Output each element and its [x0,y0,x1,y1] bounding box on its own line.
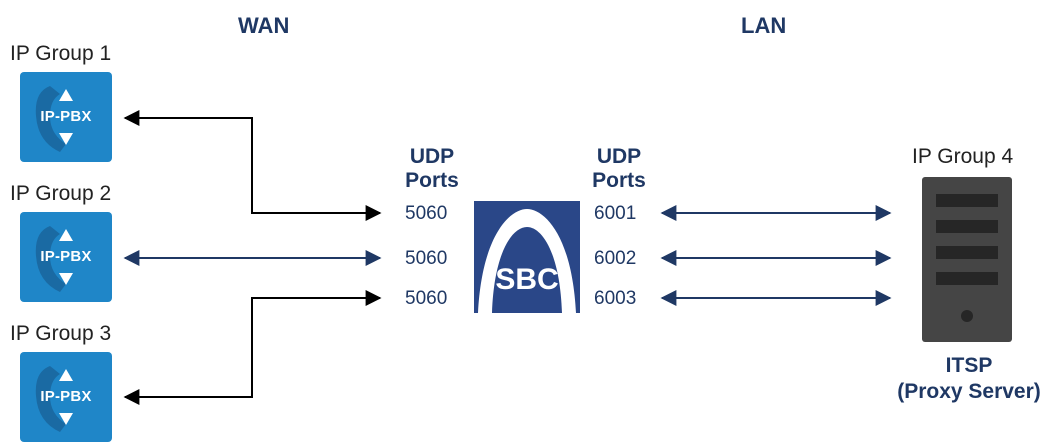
lan-udp-heading-line1: UDP [596,145,642,168]
ip-pbx-2-text: IP-PBX [40,248,92,265]
link-ip-group-3 [123,290,382,405]
link-ip-group-1 [123,110,382,221]
ip-group-1-label: IP Group 1 [10,42,112,65]
ip-group-4-label: IP Group 4 [912,145,1014,168]
proxy-server-icon [922,177,1012,342]
sbc-device: SBC [474,201,580,313]
lan-port-1: 6001 [594,203,637,224]
wan-port-1: 5060 [405,203,448,224]
ip-pbx-3: IP-PBX [20,352,112,442]
ip-pbx-1-text: IP-PBX [40,108,92,125]
ip-group-2-label: IP Group 2 [10,182,112,205]
phone-icon [35,226,73,292]
sbc-label: SBC [495,263,559,296]
wan-port-2: 5060 [405,248,448,269]
itsp-subtitle: (Proxy Server) [897,380,1041,403]
ip-group-3-label: IP Group 3 [10,322,112,345]
wan-port-3: 5060 [405,288,448,309]
wan-udp-heading-line1: UDP [409,145,455,168]
sbc-arch-icon [478,209,576,313]
lan-zone-label: LAN [741,13,787,38]
lan-udp-ports-heading: UDP Ports [579,145,659,193]
phone-icon [35,366,73,432]
lan-port-3: 6003 [594,288,637,309]
ip-pbx-3-text: IP-PBX [40,388,92,405]
itsp-name: ITSP [945,354,993,377]
wan-zone-label: WAN [238,13,290,38]
server-slot [936,272,998,285]
lan-port-2: 6002 [594,248,637,269]
server-slot [936,220,998,233]
wan-udp-ports-heading: UDP Ports [392,145,472,193]
ip-pbx-2: IP-PBX [20,212,112,302]
server-slot [936,194,998,207]
itsp-label: ITSP (Proxy Server) [884,353,1054,405]
server-slot [936,246,998,259]
wan-udp-heading-line2: Ports [405,169,459,192]
server-power-led [961,310,973,322]
connection-arrows [123,110,892,405]
ip-pbx-1: IP-PBX [20,72,112,162]
lan-udp-heading-line2: Ports [592,169,646,192]
phone-icon [35,86,73,152]
